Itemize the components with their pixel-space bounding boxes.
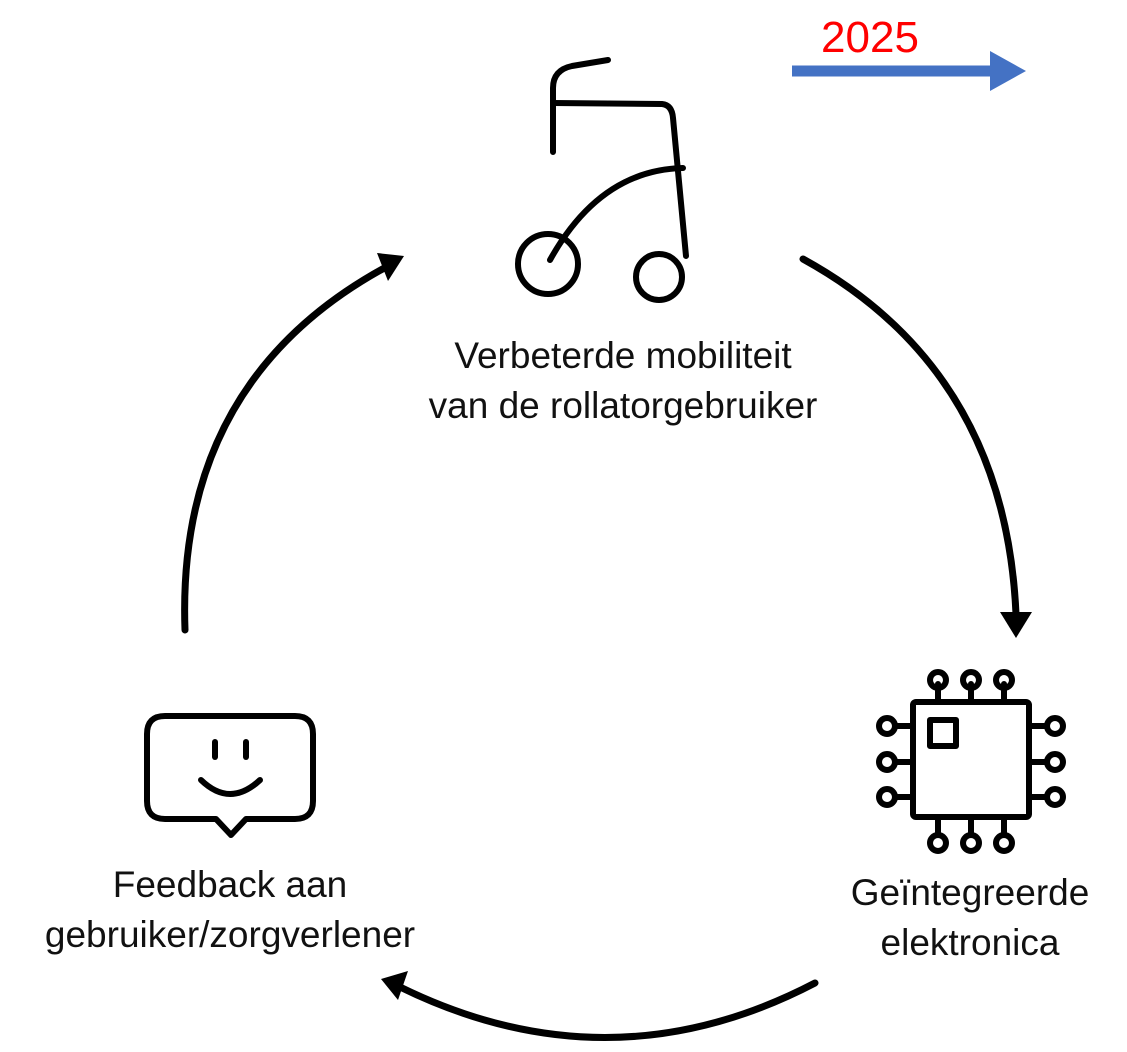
arrow-top-to-right bbox=[799, 255, 1032, 638]
label-integrated-electronics-line2: elektronica bbox=[880, 922, 1060, 963]
label-integrated-electronics: Geïntegreerde elektronica bbox=[820, 868, 1120, 968]
label-integrated-electronics-line1: Geïntegreerde bbox=[850, 872, 1090, 913]
arrow-right-to-left bbox=[381, 971, 819, 1041]
arrow-left-to-top bbox=[181, 253, 404, 634]
label-improved-mobility-line1: Verbeterde mobiliteit bbox=[454, 335, 792, 376]
rollator-icon bbox=[515, 57, 689, 303]
year-arrow bbox=[792, 51, 1026, 91]
label-feedback: Feedback aan gebruiker/zorgverlener bbox=[0, 860, 460, 960]
label-feedback-line2: gebruiker/zorgverlener bbox=[44, 914, 416, 955]
chip-icon bbox=[876, 669, 1066, 854]
year-label: 2025 bbox=[821, 13, 919, 62]
feedback-speech-bubble-smiley-icon bbox=[144, 713, 316, 838]
label-improved-mobility-line2: van de rollatorgebruiker bbox=[428, 385, 818, 426]
label-improved-mobility: Verbeterde mobiliteit van de rollatorgeb… bbox=[363, 331, 883, 431]
label-feedback-line1: Feedback aan bbox=[112, 864, 348, 905]
